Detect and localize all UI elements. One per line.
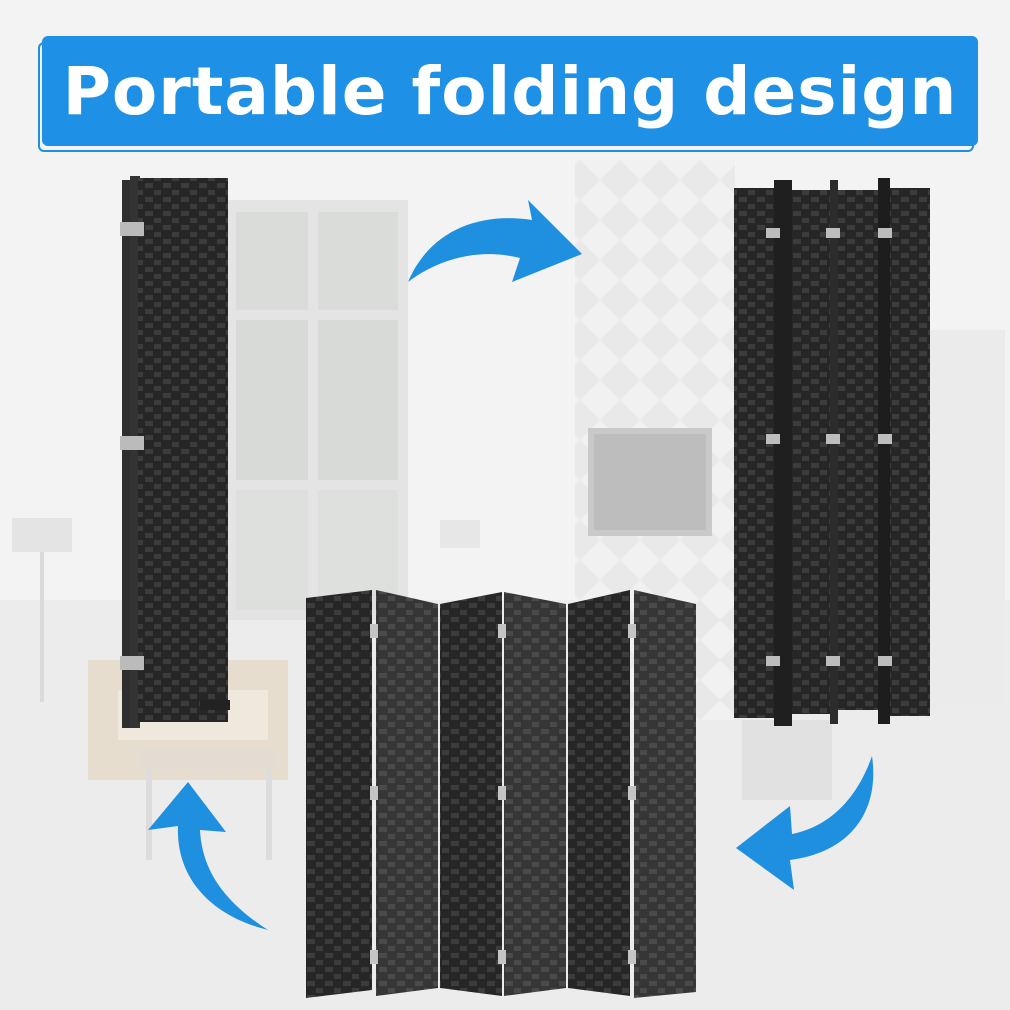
curved-arrow-icon <box>148 200 874 930</box>
window <box>228 200 408 620</box>
zigzag-screen <box>734 178 930 726</box>
unfolded-screen <box>306 590 696 998</box>
banner-title: Portable folding design <box>62 52 958 130</box>
folded-screen <box>120 176 230 728</box>
title-banner: Portable folding design <box>38 36 978 152</box>
banner-background: Portable folding design <box>42 36 978 146</box>
